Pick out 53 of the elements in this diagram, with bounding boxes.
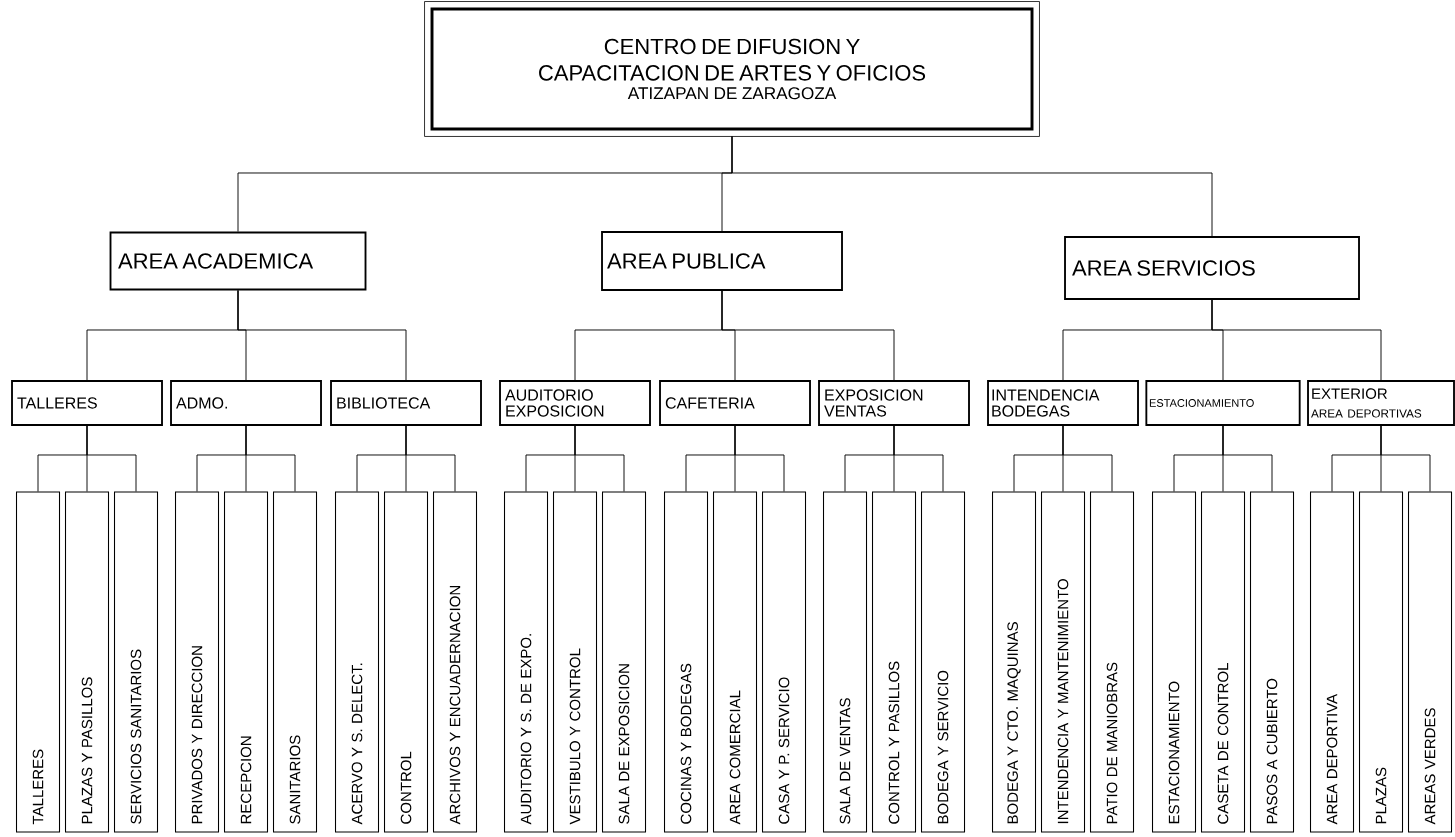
connector-line	[1380, 425, 1431, 492]
space-box: AREAS VERDES	[1407, 491, 1453, 833]
connector-line	[731, 136, 1213, 237]
connector-line	[574, 425, 625, 492]
space-box: SERVICIOS SANITARIOS	[113, 491, 159, 833]
space-box: VESTIBULO Y CONTROL	[552, 491, 598, 833]
space-box: CASA Y P. SERVICIO	[761, 491, 807, 833]
connector-line	[1211, 299, 1382, 381]
space-box: PLAZAS Y PASILLOS	[64, 491, 110, 833]
space-box: AREA DEPORTIVA	[1309, 491, 1355, 833]
space-box: AUDITORIO Y S. DE EXPO.	[503, 491, 549, 833]
area-box: AREA SERVICIOS	[1064, 236, 1360, 300]
space-box: PATIO DE MANIOBRAS	[1089, 491, 1135, 833]
space-box: RECEPCION	[223, 491, 269, 833]
area-box: AREA ACADEMICA	[109, 231, 367, 291]
connector-line	[893, 425, 944, 492]
space-box: ACERVO Y S. DELECT.	[334, 491, 380, 833]
connector-line	[734, 425, 785, 492]
section-box: CAFETERIA	[659, 380, 811, 426]
section-box: EXTERIOR AREA DEPORTIVAS	[1307, 380, 1455, 426]
section-box: INTENDENCIA BODEGAS	[987, 380, 1139, 426]
space-box: SANITARIOS	[272, 491, 318, 833]
section-box: ADMO.	[170, 380, 322, 426]
space-box: CONTROL	[383, 491, 429, 833]
connector-line	[237, 289, 407, 381]
section-box: AUDITORIO EXPOSICION	[499, 380, 651, 426]
connector-line	[245, 425, 296, 492]
section-box: TALLERES	[11, 380, 163, 426]
area-box: AREA PUBLICA	[601, 231, 843, 291]
space-box: SALA DE VENTAS	[822, 491, 868, 833]
title-box: CENTRO DE DIFUSION Y CAPACITACION DE ARTES Y OFICIOS ATIZAPAN DE ZARAGOZA	[424, 1, 1040, 137]
space-box: TALLERES	[15, 491, 61, 833]
space-box: BODEGA Y SERVICIO	[920, 491, 966, 833]
connector-line	[1062, 425, 1113, 492]
section-box: EXPOSICION VENTAS	[818, 380, 970, 426]
space-box: INTENDENCIA Y MANTENIMIENTO	[1040, 491, 1086, 833]
space-box: ARCHIVOS Y ENCUADERNACION	[432, 491, 478, 833]
space-box: CONTROL Y PASILLOS	[871, 491, 917, 833]
connector-line	[721, 290, 895, 381]
connector-line	[405, 425, 456, 492]
space-box: CASETA DE CONTROL	[1200, 491, 1246, 833]
space-box: AREA COMERCIAL	[712, 491, 758, 833]
space-box: PASOS A CUBIERTO	[1249, 491, 1295, 833]
space-box: PLAZAS	[1358, 491, 1404, 833]
space-box: ESTACIONAMIENTO	[1151, 491, 1197, 833]
connector-line	[86, 425, 137, 492]
space-box: SALA DE EXPOSICION	[601, 491, 647, 833]
space-box: PRIVADOS Y DIRECCION	[174, 491, 220, 833]
section-box: ESTACIONAMIENTO	[1145, 380, 1301, 426]
space-box: BODEGA Y CTO. MAQUINAS	[991, 491, 1037, 833]
connector-line	[1222, 425, 1273, 492]
section-box: BIBLIOTECA	[330, 380, 482, 426]
space-box: COCINAS Y BODEGAS	[663, 491, 709, 833]
